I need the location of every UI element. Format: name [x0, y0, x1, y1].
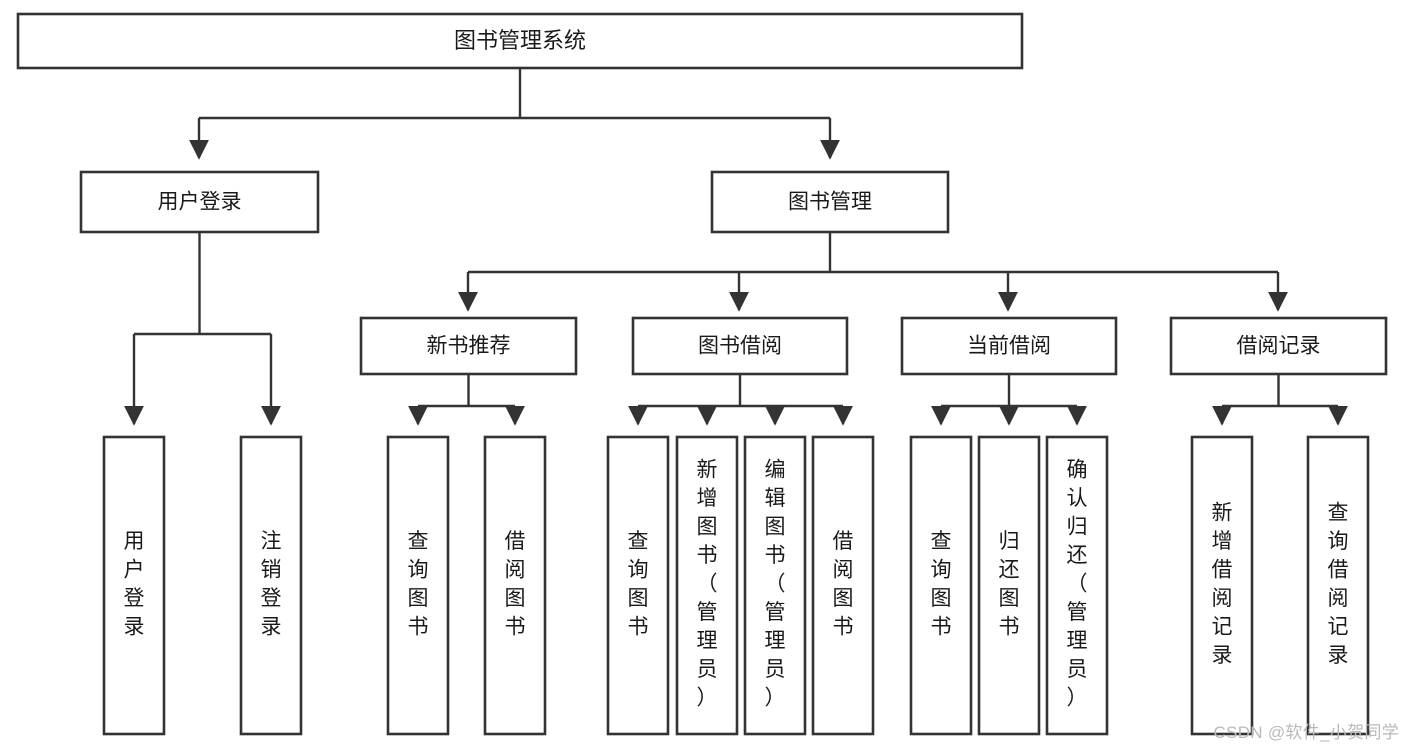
node-new-book-recommend-box — [359, 316, 578, 376]
leaf-current-return-book-box — [977, 435, 1041, 736]
node-book-management[interactable]: 图书管理 — [710, 170, 950, 234]
leaf-record-add-record[interactable]: 新增借阅记录 — [1190, 435, 1254, 736]
node-new-book-recommend-label: 新书推荐 — [427, 335, 511, 358]
connector-user-login-to-leaves — [124, 232, 281, 426]
node-user-login[interactable]: 用户登录 — [79, 170, 320, 234]
leaf-borrow-borrow-book-box — [811, 435, 875, 736]
connector-borrow-record-to-leaves — [1212, 374, 1348, 426]
leaf-borrow-edit-book-admin-label: 编辑图书（管理员） — [765, 459, 786, 710]
leaf-borrow-edit-book-admin-box — [743, 435, 807, 736]
leaf-user-login-label: 用户登录 — [124, 530, 145, 639]
leaf-current-query-book[interactable]: 查询图书 — [909, 435, 973, 736]
leaf-borrow-query-book-label: 查询图书 — [628, 530, 649, 639]
leaf-borrow-borrow-book[interactable]: 借阅图书 — [811, 435, 875, 736]
connector-root-to-level2 — [189, 68, 840, 160]
connector-book-management-to-level3 — [458, 232, 1288, 312]
node-new-book-recommend[interactable]: 新书推荐 — [359, 316, 578, 376]
node-current-borrow[interactable]: 当前借阅 — [900, 316, 1118, 376]
connector-book-borrow-to-leaves — [628, 374, 853, 426]
node-root[interactable]: 图书管理系统 — [16, 12, 1024, 70]
leaf-record-add-record-box — [1190, 435, 1254, 736]
leaf-recommend-borrow-book-label: 借阅图书 — [505, 530, 526, 639]
leaf-current-confirm-return-admin-box — [1045, 435, 1109, 736]
leaf-record-query-record[interactable]: 查询借阅记录 — [1306, 435, 1370, 736]
leaf-record-add-record-label: 新增借阅记录 — [1212, 501, 1233, 667]
leaf-user-logout-box — [239, 435, 303, 736]
leaf-borrow-edit-book-admin[interactable]: 编辑图书（管理员） — [743, 435, 807, 736]
leaf-recommend-query-book-box — [386, 435, 450, 736]
leaf-recommend-borrow-book-box — [483, 435, 547, 736]
node-current-borrow-label: 当前借阅 — [967, 335, 1051, 358]
leaf-recommend-query-book-label: 查询图书 — [408, 530, 429, 639]
node-root-label: 图书管理系统 — [454, 28, 586, 53]
leaf-current-query-book-label: 查询图书 — [931, 530, 952, 639]
leaf-current-confirm-return-admin-label: 确认归还（管理员） — [1067, 459, 1088, 710]
leaf-user-login-box — [102, 435, 166, 736]
node-root-box — [16, 12, 1024, 70]
leaf-borrow-query-book[interactable]: 查询图书 — [606, 435, 670, 736]
leaf-user-logout[interactable]: 注销登录 — [239, 435, 303, 736]
leaf-borrow-borrow-book-label: 借阅图书 — [833, 530, 854, 639]
node-book-management-label: 图书管理 — [788, 191, 872, 214]
leaf-record-query-record-label: 查询借阅记录 — [1328, 501, 1349, 667]
node-borrow-record[interactable]: 借阅记录 — [1169, 316, 1388, 376]
node-book-borrow[interactable]: 图书借阅 — [631, 316, 849, 376]
leaf-current-query-book-box — [909, 435, 973, 736]
leaf-current-return-book[interactable]: 归还图书 — [977, 435, 1041, 736]
leaf-user-login[interactable]: 用户登录 — [102, 435, 166, 736]
leaf-current-confirm-return-admin[interactable]: 确认归还（管理员） — [1045, 435, 1109, 736]
leaf-recommend-query-book[interactable]: 查询图书 — [386, 435, 450, 736]
leaf-borrow-add-book-admin-label: 新增图书（管理员） — [697, 459, 718, 710]
leaf-recommend-borrow-book[interactable]: 借阅图书 — [483, 435, 547, 736]
leaf-record-query-record-box — [1306, 435, 1370, 736]
leaf-borrow-add-book-admin[interactable]: 新增图书（管理员） — [675, 435, 739, 736]
leaf-borrow-query-book-box — [606, 435, 670, 736]
leaf-user-logout-label: 注销登录 — [261, 530, 282, 639]
node-user-login-label: 用户登录 — [158, 191, 242, 214]
node-user-login-box — [79, 170, 320, 234]
leaf-borrow-add-book-admin-box — [675, 435, 739, 736]
connector-current-borrow-to-leaves — [931, 374, 1087, 426]
leaf-current-return-book-label: 归还图书 — [999, 530, 1020, 639]
node-current-borrow-box — [900, 316, 1118, 376]
node-borrow-record-label: 借阅记录 — [1237, 335, 1321, 358]
connector-new-book-recommend-to-leaves — [408, 374, 525, 426]
node-book-borrow-label: 图书借阅 — [698, 335, 782, 358]
